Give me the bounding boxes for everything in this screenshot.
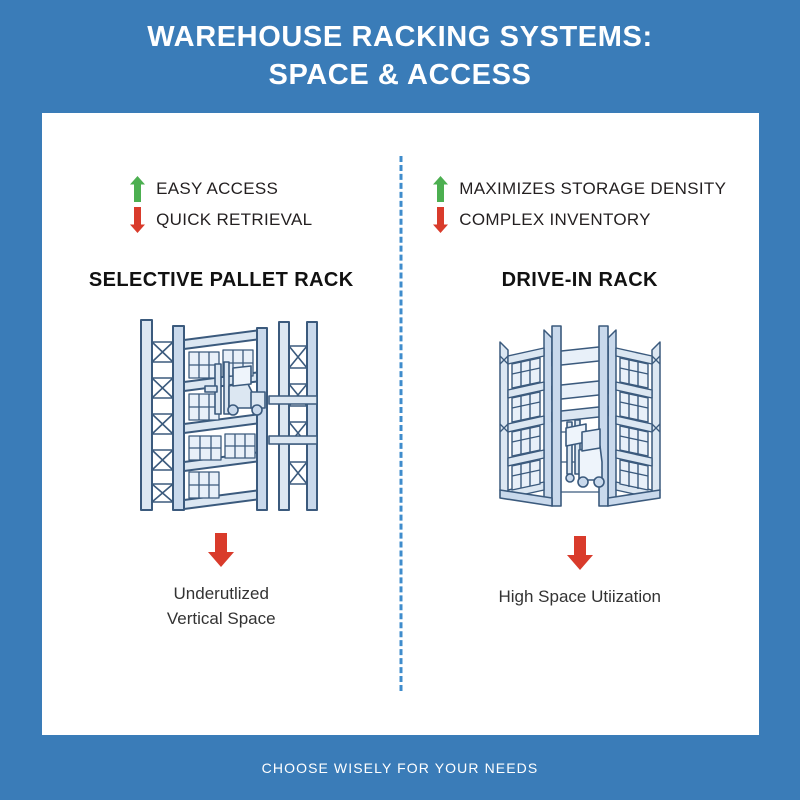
- result-caption-right: High Space Utiization: [498, 585, 661, 610]
- comparison-columns: EASY ACCESS QUICK RETRIEVAL SELECTIVE PA…: [42, 113, 759, 735]
- column-drive-in-rack: MAXIMIZES STORAGE DENSITY COMPLEX INVENT…: [401, 113, 760, 735]
- bullet-item: EASY ACCESS: [130, 176, 312, 202]
- column-divider: [399, 156, 402, 691]
- bullet-item: MAXIMIZES STORAGE DENSITY: [433, 176, 726, 202]
- arrow-up-icon: [433, 176, 449, 202]
- result-right: High Space Utiization: [498, 536, 661, 610]
- arrow-down-icon: [433, 207, 449, 233]
- page-footer: CHOOSE WISELY FOR YOUR NEEDS: [0, 735, 800, 800]
- caption-line-2: Vertical Space: [166, 608, 276, 628]
- page-title-line-1: WAREHOUSE RACKING SYSTEMS:: [147, 21, 653, 54]
- bullet-list-left: EASY ACCESS QUICK RETRIEVAL: [130, 176, 312, 233]
- page-title-line-2: SPACE & ACCESS: [268, 58, 532, 91]
- page-header: WAREHOUSE RACKING SYSTEMS: SPACE & ACCES…: [0, 0, 800, 113]
- result-caption-left: Underutlized Vertical Space: [167, 582, 276, 631]
- content-card: EASY ACCESS QUICK RETRIEVAL SELECTIVE PA…: [42, 113, 759, 735]
- bullet-label: MAXIMIZES STORAGE DENSITY: [459, 179, 727, 198]
- arrow-down-icon: [130, 207, 146, 233]
- bullet-item: QUICK RETRIEVAL: [130, 207, 312, 233]
- rack-title-right: DRIVE-IN RACK: [501, 269, 658, 291]
- drive-in-rack-illustration: [498, 325, 661, 507]
- arrow-up-icon: [130, 176, 146, 202]
- rack-title-left: SELECTIVE PALLET RACK: [88, 269, 354, 291]
- bullet-label: EASY ACCESS: [156, 179, 279, 198]
- result-left: Underutlized Vertical Space: [167, 533, 276, 631]
- bullet-item: COMPLEX INVENTORY: [433, 207, 726, 233]
- bullet-list-right: MAXIMIZES STORAGE DENSITY COMPLEX INVENT…: [433, 176, 726, 233]
- caption-line-1: Underutlized: [173, 584, 269, 603]
- arrow-down-icon: [566, 536, 593, 570]
- selective-pallet-rack-illustration: [140, 319, 319, 511]
- arrow-down-icon: [208, 533, 235, 567]
- column-selective-pallet-rack: EASY ACCESS QUICK RETRIEVAL SELECTIVE PA…: [42, 113, 401, 735]
- footer-text: CHOOSE WISELY FOR YOUR NEEDS: [261, 759, 539, 776]
- bullet-label: COMPLEX INVENTORY: [459, 210, 651, 229]
- bullet-label: QUICK RETRIEVAL: [156, 210, 313, 229]
- caption-line-1: High Space Utiization: [498, 587, 662, 606]
